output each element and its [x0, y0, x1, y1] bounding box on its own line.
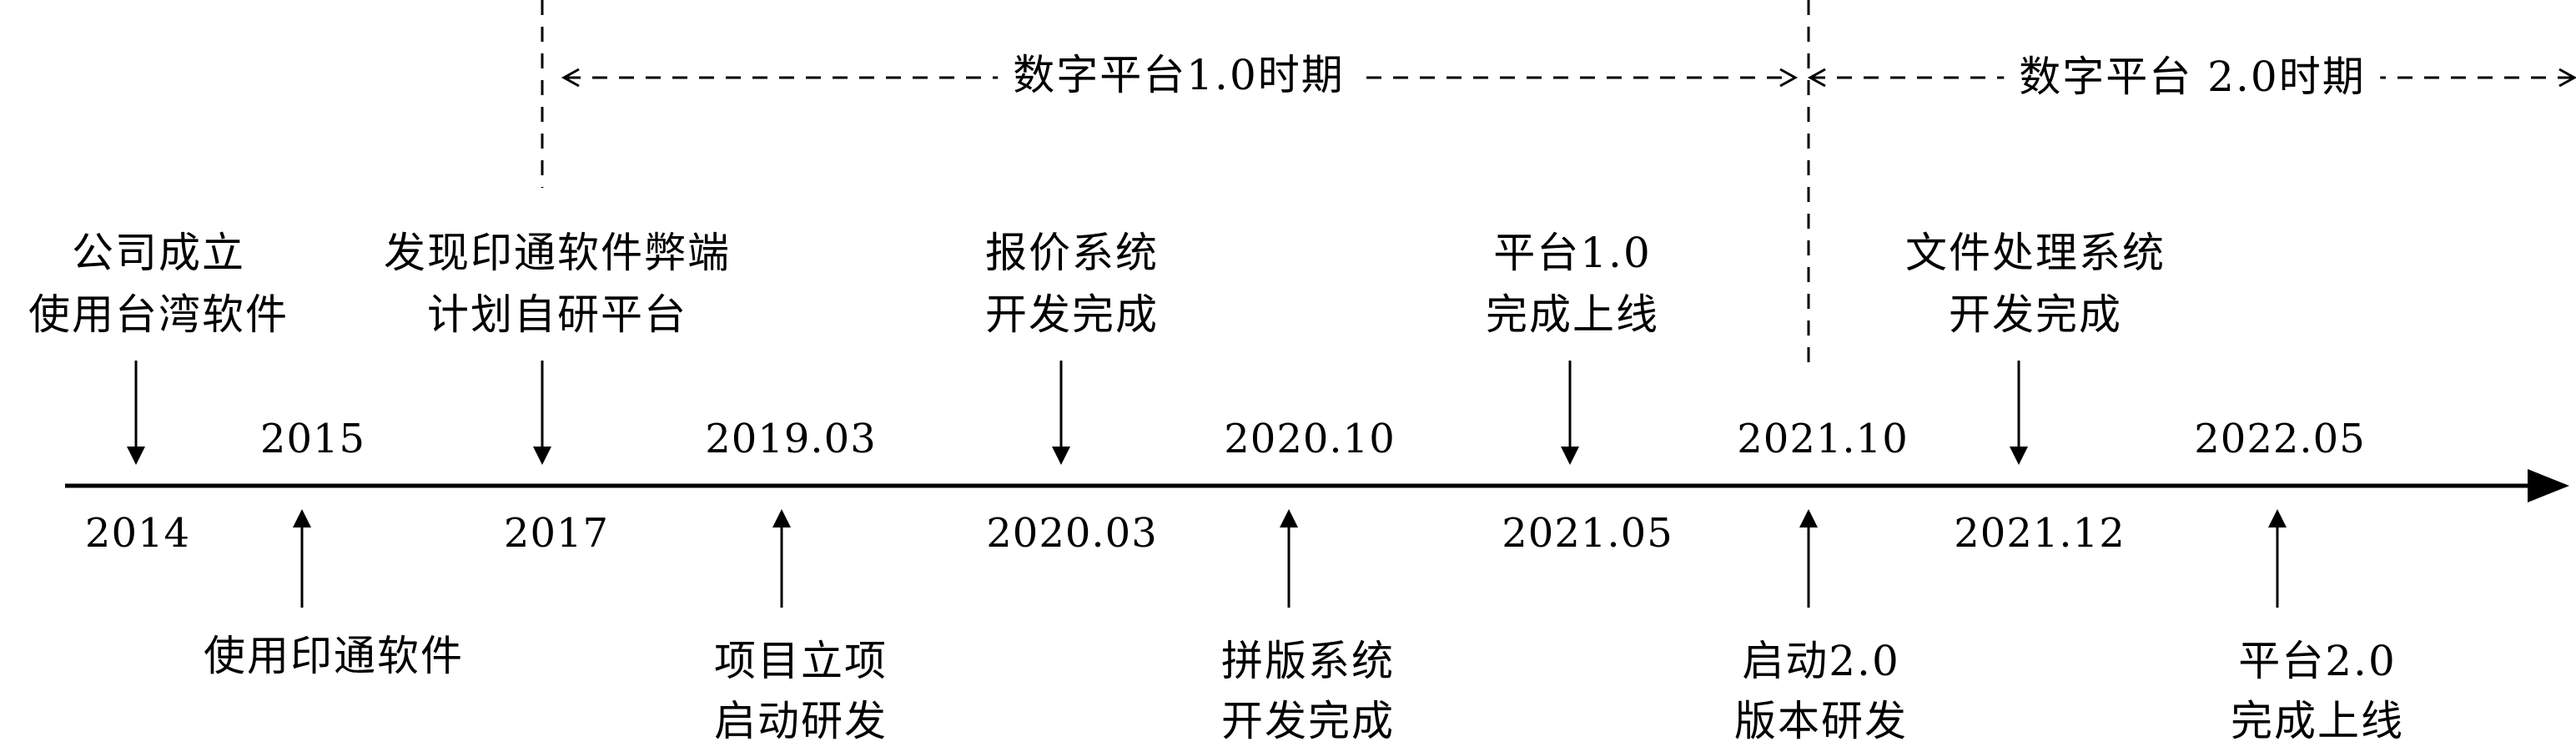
year-2021-10: 2021.10 [1737, 416, 1909, 462]
year-2014: 2014 [84, 510, 191, 557]
down-arrow-2014 [127, 361, 145, 465]
year-2022-05: 2022.05 [2194, 416, 2366, 462]
year-2019-03: 2019.03 [705, 416, 877, 462]
year-2015: 2015 [259, 416, 366, 462]
event-2022-05-line-1: 平台2.0 [2238, 637, 2397, 685]
event-2014-line-1: 公司成立 [72, 229, 245, 277]
event-2022-05-line-2: 完成上线 [2231, 697, 2404, 745]
up-arrow-2015 [293, 509, 311, 608]
event-2017-line-2: 计划自研平台 [427, 290, 687, 339]
event-2021-05-line-1: 平台1.0 [1493, 229, 1652, 277]
down-arrow-2020-03 [1052, 361, 1070, 465]
up-arrow-2022-05 [2268, 509, 2287, 608]
event-2020-10-label: 拼版系统 开发完成 [1221, 636, 1395, 746]
event-2014-line-2: 使用台湾软件 [28, 290, 289, 339]
event-2017-line-1: 发现印通软件弊端 [384, 229, 731, 277]
up-arrow-2021-10 [1799, 509, 1818, 608]
up-arrow-2020-10 [1280, 509, 1298, 608]
year-2021-05: 2021.05 [1502, 510, 1673, 557]
year-2020-03: 2020.03 [986, 510, 1158, 557]
event-2021-10-label: 启动2.0 版本研发 [1734, 636, 1908, 746]
event-2019-03-label: 项目立项 启动研发 [714, 636, 888, 746]
event-2021-12-line-2: 开发完成 [1949, 290, 2122, 339]
event-2015-line-1: 使用印通软件 [204, 632, 464, 680]
event-2021-12-label: 文件处理系统 开发完成 [1905, 228, 2166, 340]
period-1-right-head [1779, 68, 1799, 88]
event-2020-03-label: 报价系统 开发完成 [985, 228, 1159, 340]
period-2-left-head [1807, 68, 1826, 88]
event-2019-03-line-2: 启动研发 [714, 697, 888, 745]
up-arrow-2019-03 [772, 509, 791, 608]
year-2017: 2017 [503, 510, 610, 557]
period-2-right-head [2558, 68, 2576, 88]
year-2021-12: 2021.12 [1954, 510, 2126, 557]
period-1-left-head [561, 68, 580, 88]
event-2021-12-line-1: 文件处理系统 [1905, 229, 2166, 277]
down-arrow-2017 [533, 361, 551, 465]
period-2-label: 数字平台 2.0时期 [2004, 52, 2381, 102]
down-arrow-2021-12 [2010, 361, 2028, 465]
down-arrow-2021-05 [1561, 361, 1579, 465]
event-2020-03-line-2: 开发完成 [985, 290, 1159, 339]
axis-arrowhead [2528, 469, 2569, 502]
event-2020-10-line-1: 拼版系统 [1221, 637, 1395, 685]
event-2020-03-line-1: 报价系统 [985, 229, 1159, 277]
event-2022-05-label: 平台2.0 完成上线 [2231, 636, 2404, 746]
event-2021-05-label: 平台1.0 完成上线 [1486, 228, 1659, 340]
period-1-label: 数字平台1.0时期 [998, 50, 1360, 100]
event-2014-label: 公司成立 使用台湾软件 [28, 228, 289, 340]
event-2021-05-line-2: 完成上线 [1486, 290, 1659, 339]
year-2020-10: 2020.10 [1224, 416, 1396, 462]
event-2021-10-line-2: 版本研发 [1734, 697, 1908, 745]
event-2015-label: 使用印通软件 [204, 631, 464, 681]
event-2020-10-line-2: 开发完成 [1221, 697, 1395, 745]
event-2017-label: 发现印通软件弊端 计划自研平台 [384, 228, 731, 340]
event-2021-10-line-1: 启动2.0 [1742, 637, 1900, 685]
event-2019-03-line-1: 项目立项 [714, 637, 888, 685]
